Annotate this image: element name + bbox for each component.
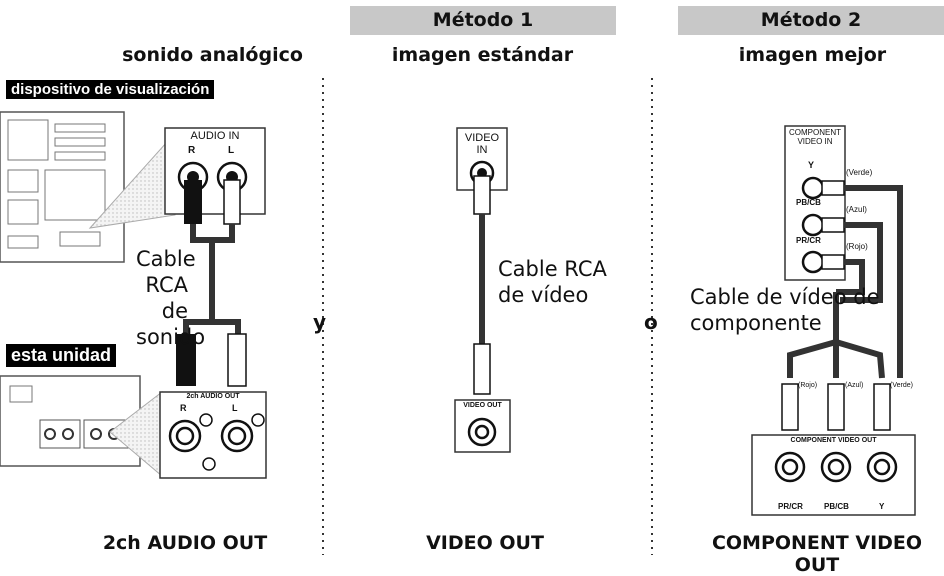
component-red-label: (Rojo) xyxy=(846,242,868,251)
component-pr-label: PR/CR xyxy=(796,236,821,245)
subtitle-analog-sound: sonido analógico xyxy=(122,44,303,66)
component-in-label-line: VIDEO IN xyxy=(797,137,833,146)
component-green-label: (Verde) xyxy=(846,168,873,177)
component-plug-green-label: (Verde) xyxy=(890,382,913,389)
component-out-pb-label: PB/CB xyxy=(824,502,849,511)
video-in-label: VIDEO IN xyxy=(457,132,507,156)
video-out-panel-label: VIDEO OUT xyxy=(463,402,502,409)
component-plug-blue-label: (Azul) xyxy=(845,382,864,389)
component-cable-label-line: Cable de vídeo de xyxy=(690,285,880,309)
component-in-label: COMPONENT VIDEO IN xyxy=(785,128,845,146)
conjunction-and: y xyxy=(313,310,327,334)
component-cable-label-line: componente xyxy=(690,311,822,335)
audio-out-r-label: R xyxy=(180,403,187,413)
audio-in-l-label: L xyxy=(228,145,235,156)
connection-diagram xyxy=(0,78,916,555)
component-cable-label: Cable de vídeo de componente xyxy=(690,284,880,336)
component-in-label-line: COMPONENT xyxy=(789,128,841,137)
display-device-tag: dispositivo de visualización xyxy=(6,80,215,99)
footer-component-video-out: COMPONENT VIDEO OUT xyxy=(711,532,923,576)
video-cable-label-line: Cable RCA xyxy=(498,257,607,281)
component-pb-label: PB/CB xyxy=(796,198,821,207)
audio-in-label: AUDIO IN xyxy=(190,130,240,142)
audio-out-l-label: L xyxy=(232,403,238,413)
component-out-pr-label: PR/CR xyxy=(778,502,803,511)
audio-cable-label: Cable RCA de sonido xyxy=(136,246,206,350)
audio-cable-label-line: RCA de xyxy=(145,273,188,323)
tv-device-illustration xyxy=(0,111,125,263)
unit-device-illustration xyxy=(0,375,141,467)
video-in-label-line: IN xyxy=(476,144,488,156)
footer-audio-out: 2ch AUDIO OUT xyxy=(102,532,268,554)
component-blue-label: (Azul) xyxy=(846,205,867,214)
subtitle-better-image: imagen mejor xyxy=(738,44,887,66)
component-out-y-label: Y xyxy=(879,502,885,511)
conjunction-or: o xyxy=(644,310,658,334)
audio-out-panel-label: 2ch AUDIO OUT xyxy=(186,393,240,400)
method-1-header: Método 1 xyxy=(350,6,616,35)
subtitle-standard-image: imagen estándar xyxy=(391,44,574,66)
component-cable xyxy=(781,180,903,431)
audio-rca-cable xyxy=(176,179,247,387)
video-in-label-line: VIDEO xyxy=(464,132,500,144)
component-y-label: Y xyxy=(808,160,815,170)
audio-cable-label-line: Cable xyxy=(136,247,196,271)
method-2-header: Método 2 xyxy=(678,6,944,35)
video-rca-cable xyxy=(473,175,491,395)
audio-in-r-label: R xyxy=(188,145,196,156)
footer-video-out: VIDEO OUT xyxy=(426,532,544,554)
component-out-panel-label: COMPONENT VIDEO OUT xyxy=(790,437,877,444)
component-plug-red-label: (Rojo) xyxy=(798,382,818,389)
video-cable-label-line: de vídeo xyxy=(498,283,589,307)
this-unit-tag: esta unidad xyxy=(6,344,117,367)
audio-cable-label-line: sonido xyxy=(136,325,206,349)
video-cable-label: Cable RCA de vídeo xyxy=(498,256,607,308)
